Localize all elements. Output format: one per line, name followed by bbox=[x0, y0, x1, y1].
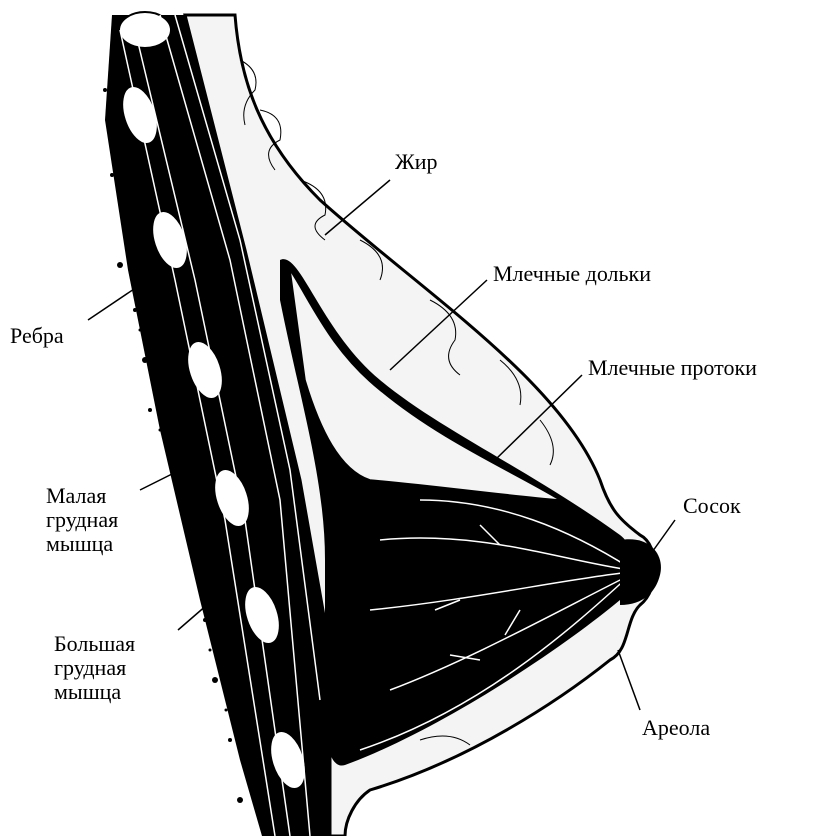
label-fat: Жир bbox=[395, 150, 438, 174]
label-pec-minor: Малая грудная мышца bbox=[46, 484, 118, 556]
label-lobules: Млечные дольки bbox=[493, 262, 651, 286]
label-ribs: Ребра bbox=[10, 324, 64, 348]
label-areola: Ареола bbox=[642, 716, 710, 740]
label-pec-major: Большая грудная мышца bbox=[54, 632, 135, 704]
label-ducts: Млечные протоки bbox=[588, 356, 757, 380]
label-nipple: Сосок bbox=[683, 494, 741, 518]
